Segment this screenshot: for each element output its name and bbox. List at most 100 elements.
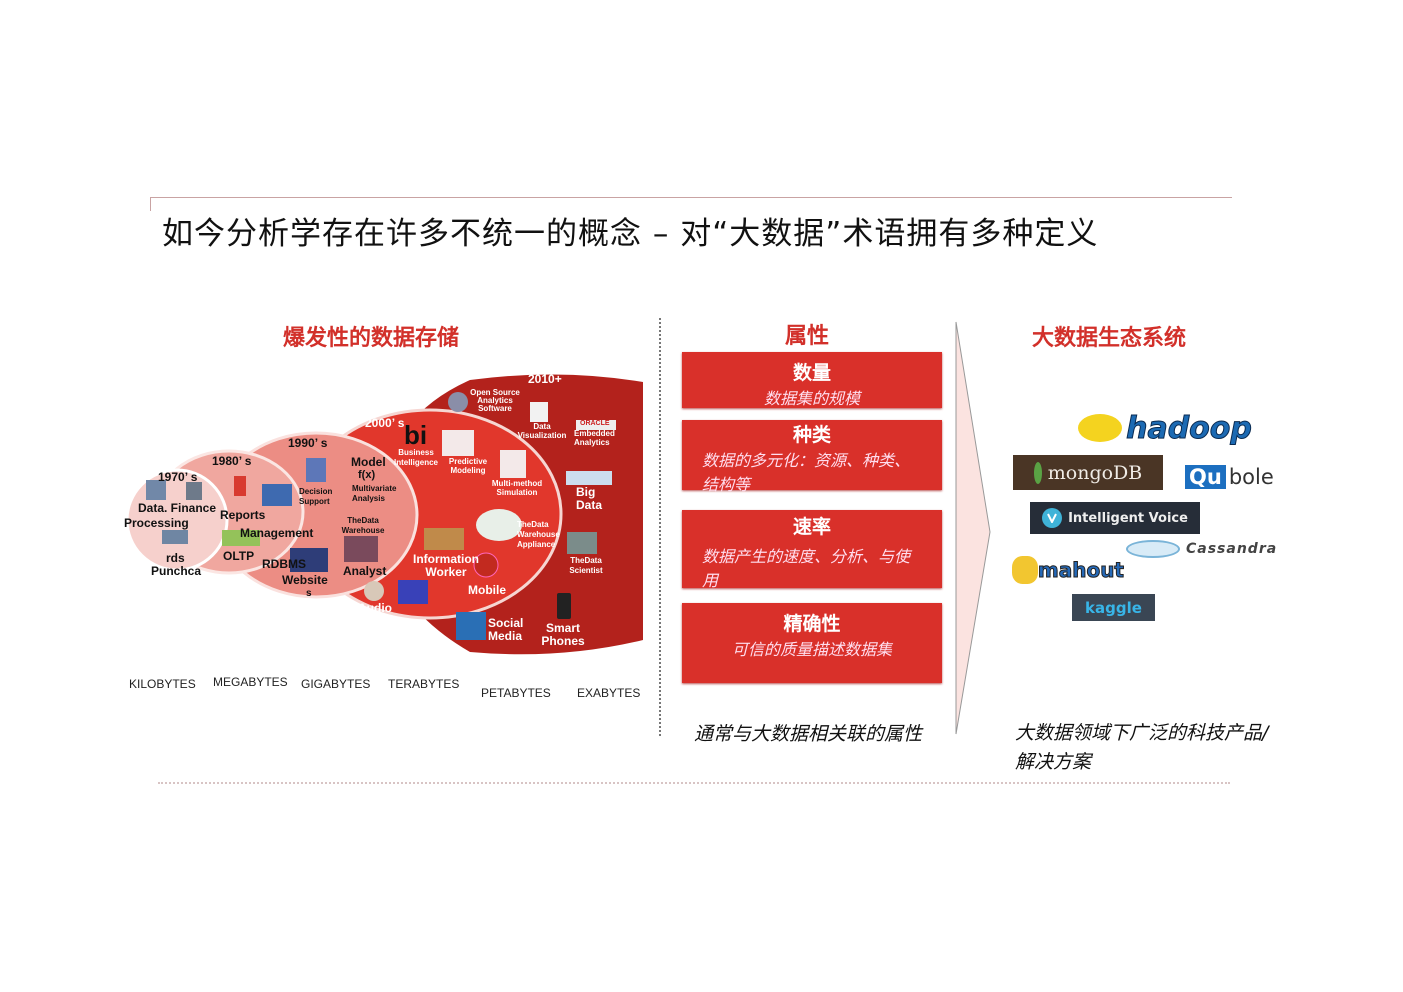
label-business-intelligence: Business Intelligence: [393, 448, 438, 467]
finance-image: [186, 482, 202, 500]
label-big-data: Big Data: [576, 485, 603, 512]
scale-petabytes: PETABYTES: [481, 686, 551, 700]
scale-gigabytes: GIGABYTES: [301, 677, 371, 691]
attribute-box-veracity: 精确性 可信的质量描述数据集: [682, 603, 942, 683]
video-image: [398, 580, 428, 604]
era-2000: 2000’ s: [365, 416, 405, 430]
label-model: Model: [351, 455, 386, 469]
oracle-image: [576, 420, 616, 430]
ecosystem-caption: 大数据领域下广泛的科技产品/解决方案: [1015, 722, 1269, 774]
qubole-mark: Qu: [1185, 465, 1226, 489]
label-rds: rds: [166, 551, 185, 565]
phone-image: [557, 593, 571, 619]
oracle-logo-text: ORACLE: [580, 420, 610, 427]
scale-kilobytes: KILOBYTES: [129, 677, 196, 691]
attribute-box-variety: 种类 数据的多元化：资源、种类、结构等: [682, 420, 942, 494]
label-fx: f(x): [358, 469, 376, 481]
attribute-desc: 可信的质量描述数据集: [731, 640, 892, 659]
qubole-text: bole: [1228, 465, 1274, 489]
label-smart-phones: Smart Phones: [541, 621, 585, 649]
intelligent-voice-logo: Intelligent Voice: [1030, 502, 1200, 534]
attributes-heading: 属性: [785, 324, 830, 349]
attribute-title: 种类: [792, 424, 831, 446]
simulation-image: [500, 450, 526, 478]
scale-terabytes: TERABYTES: [388, 677, 460, 691]
attributes-caption: 通常与大数据相关联的属性: [694, 723, 923, 745]
reports-image: [234, 476, 246, 496]
title-rule-tick: [150, 197, 151, 211]
dataviz-image: [530, 402, 548, 422]
punchcard-image: [162, 530, 188, 544]
era-diagram: [125, 374, 643, 655]
attribute-title: 速率: [792, 516, 831, 538]
hadoop-logo: hadoop: [1060, 410, 1270, 446]
analyst-image: [344, 536, 378, 562]
people-image: [146, 480, 166, 500]
attribute-box-velocity: 速率 数据产生的速度、分析、与使用: [682, 510, 942, 590]
label-rdbms: RDBMS: [262, 557, 306, 571]
social-image: [456, 612, 486, 640]
v-icon: [1042, 508, 1063, 528]
management-image: [262, 484, 292, 506]
attribute-title: 精确性: [783, 613, 841, 635]
qubole-logo: Qu bole: [1185, 462, 1274, 492]
label-punchca: Punchca: [151, 564, 202, 578]
scale-exabytes: EXABYTES: [577, 686, 641, 700]
label-multivariate: Multivariate Analysis: [352, 484, 397, 503]
mongodb-text: mongoDB: [1047, 461, 1143, 484]
info-worker-image: [424, 528, 464, 550]
label-management: Management: [240, 526, 314, 540]
era-2010: 2010+: [528, 372, 562, 386]
mobile-image: [473, 552, 499, 578]
label-dw-appliance: TheData Warehouse Appliance: [517, 520, 560, 549]
r-logo-image: [448, 392, 468, 412]
label-data-scientist: TheData Scientist: [569, 556, 603, 575]
eye-icon: [1126, 540, 1180, 558]
attribute-title: 数量: [792, 362, 831, 384]
attribute-box-volume: 数量 数据集的规模: [682, 352, 942, 408]
label-analyst: Analyst: [343, 564, 387, 578]
intelligent-voice-text: Intelligent Voice: [1068, 510, 1188, 526]
label-information-worker: Information Worker: [413, 552, 479, 579]
ecosystem-heading: 大数据生态系统: [1032, 326, 1187, 351]
cassandra-text: Cassandra: [1186, 541, 1278, 557]
bottom-rule: [158, 782, 1230, 784]
cassandra-logo: Cassandra: [1126, 536, 1277, 562]
attribute-desc: 数据产生的速度、分析、与使用: [702, 547, 911, 590]
label-multi-method: Multi-method Simulation: [491, 479, 543, 497]
label-websites-s: s: [306, 588, 312, 599]
label-processing: Processing: [124, 516, 189, 530]
kaggle-text: kaggle: [1085, 598, 1142, 617]
label-data-warehouse: TheData Warehouse: [341, 516, 385, 535]
arrow-chevron: [955, 321, 991, 735]
label-mobile: Mobile: [468, 583, 506, 597]
hadoop-text: hadoop: [1126, 410, 1253, 446]
predictive-image: [442, 430, 474, 456]
label-reports: Reports: [220, 508, 266, 522]
section-divider: [659, 318, 661, 736]
bi-logo: bi: [404, 420, 428, 450]
kaggle-logo: kaggle: [1072, 594, 1155, 621]
mongodb-logo: mongoDB: [1013, 455, 1163, 490]
label-open-source: Open Source Analytics Software: [470, 388, 520, 413]
page-title: 如今分析学存在许多不统一的概念 – 对“大数据”术语拥有多种定义: [162, 216, 1099, 252]
label-predictive-modeling: Predictive Modeling: [448, 457, 488, 475]
audio-image: [364, 581, 384, 601]
label-websites: Website: [282, 573, 328, 587]
oltp-image: [222, 530, 260, 546]
scale-megabytes: MEGABYTES: [213, 675, 288, 689]
era-1970: 1970’ s: [158, 470, 198, 484]
website-image: [290, 548, 328, 572]
era-1990: 1990’ s: [288, 436, 328, 450]
label-data-viz: Data Visualization: [517, 422, 567, 440]
hadoop-small-image: [566, 471, 612, 485]
mahout-logo: mahout: [1012, 550, 1125, 590]
storage-heading: 爆发性的数据存储: [283, 326, 460, 351]
decision-image: [306, 458, 326, 482]
label-embedded: Embedded Analytics: [574, 429, 615, 447]
attribute-desc: 数据集的规模: [763, 389, 860, 408]
label-data-finance: Data. Finance: [138, 501, 217, 515]
elephant-icon: [1078, 414, 1123, 442]
label-decision-support: Decision Support: [299, 487, 333, 507]
mahout-text: mahout: [1037, 558, 1124, 583]
